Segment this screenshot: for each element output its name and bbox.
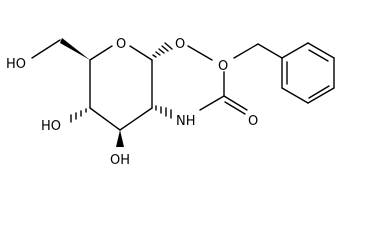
bond-carbonyl-double-a <box>223 95 248 111</box>
atom-anomeric-oxygen: O <box>175 37 185 52</box>
atom-c4-oh: HO <box>41 119 61 134</box>
bond-c5-o5 <box>89 45 113 61</box>
bond-c3-c4 <box>89 107 121 131</box>
bond-o5-c1 <box>129 45 153 61</box>
atom-ring-oxygen: O <box>116 37 126 52</box>
structure-diagram: O O HO HO OH NH O O <box>6 37 335 168</box>
hash-c1-o <box>152 42 173 58</box>
bond-ch2-phenyl <box>257 43 283 59</box>
bond-ch2-oh <box>31 39 61 59</box>
hash-c4-oh <box>70 108 87 123</box>
bond-carbonyl-double-b <box>224 101 246 115</box>
atom-c3-oh: OH <box>110 153 130 168</box>
atom-carbonyl-oxygen: O <box>248 114 258 129</box>
pyranose-ring <box>89 45 153 131</box>
phenyl-ring <box>281 42 335 104</box>
bond-c2-c3 <box>119 107 153 131</box>
bond-o-methyl <box>187 45 213 61</box>
wedge-c5-ch2 <box>60 38 90 60</box>
atom-ester-oxygen: O <box>218 59 228 74</box>
atom-amide-nh: NH <box>176 114 196 129</box>
substituent-bonds <box>31 38 283 147</box>
wedge-c3-oh <box>116 130 124 147</box>
bond-nh-carbonyl <box>199 95 225 111</box>
bond-ester-ch2 <box>233 43 259 59</box>
atom-hydroxymethyl-oh: HO <box>6 57 26 72</box>
hash-c2-nh <box>155 105 172 119</box>
